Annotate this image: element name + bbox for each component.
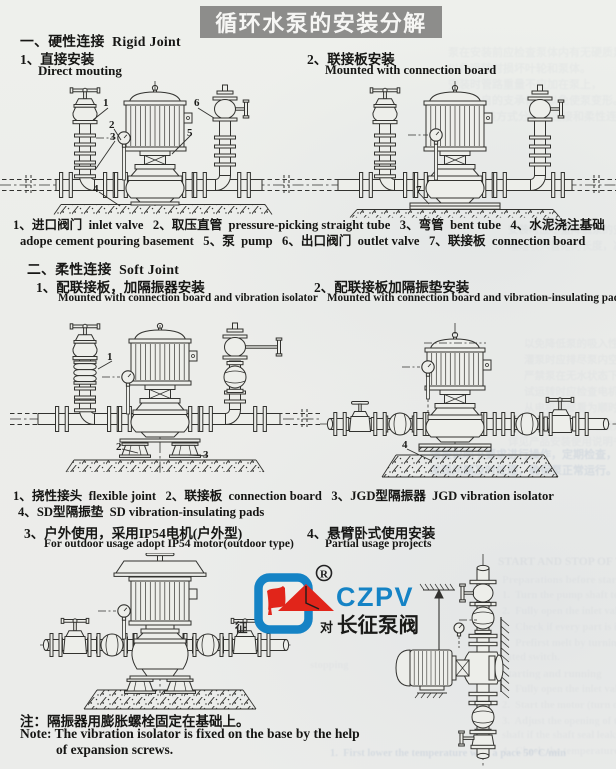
soft-item2-zh: 2、配联接板加隔振垫安装: [314, 280, 470, 295]
logo-prefix-char: 对: [320, 620, 334, 635]
section-rigid-heading: 一、硬性连接 Rigid Joint: [20, 34, 181, 49]
callout-number: 4: [93, 183, 99, 195]
logo-company-name: 长征泵阀: [337, 614, 419, 637]
rigid-item1-zh: 1、直接安装: [20, 52, 95, 67]
callout-number: 4: [402, 439, 408, 451]
callout-number: 1: [103, 97, 109, 109]
stray-character: 征: [235, 621, 248, 635]
callout-number: 1: [107, 351, 113, 363]
callout-number: 3: [203, 449, 209, 461]
note-en-line2: of expansion screws.: [56, 742, 174, 757]
callout-number: 2: [116, 441, 122, 453]
rigid-item2-zh: 2、联接板安装: [307, 52, 395, 67]
usage-item4-zh: 4、悬臂卧式使用安装: [307, 526, 436, 541]
logo-mark-flag-mountain: R: [254, 564, 334, 634]
note-en-line1: Note: The vibration isolator is fixed on…: [20, 726, 360, 741]
soft-item2-en: Mounted with connection board and vibrat…: [327, 292, 616, 304]
diagram-direct-mounting: [0, 80, 312, 221]
soft-item1-en: Mounted with connection board and vibrat…: [58, 292, 318, 304]
diagram-cantilever-vertical: [395, 540, 585, 769]
diagram-connection-board: [312, 80, 616, 223]
callout-number: 3: [110, 131, 116, 143]
soft-legend-line2: 4、SD型隔振垫 SD vibration-insulating pads: [18, 505, 265, 519]
page-title-banner: 循环水泵的安装分解: [200, 6, 442, 38]
diagram-board-pad: [320, 303, 616, 488]
callout-number: 5: [187, 127, 193, 139]
soft-item1-zh: 1、配联接板，加隔振器安装: [36, 280, 205, 295]
note-zh: 注：隔振器用膨胀螺栓固定在基础上。: [20, 714, 250, 729]
page-title: 循环水泵的安装分解: [215, 11, 427, 36]
section-soft-heading: 二、柔性连接 Soft Joint: [27, 262, 180, 277]
rigid-item1-en: Direct mouting: [38, 63, 122, 78]
company-logo: R CZPV 对 长征泵阀: [252, 558, 482, 646]
usage-item4-en: Partial usage projects: [325, 538, 432, 550]
callout-number: 2: [109, 119, 115, 131]
ghost-text: stopping: [310, 660, 349, 671]
usage-item3-en: For outdoor usage adopt IP54 motor(outdo…: [44, 538, 294, 550]
rigid-legend-line2: adope cement pouring basement 5、泵 pump 6…: [20, 234, 586, 248]
usage-item3-zh: 3、户外使用，采用IP54电机(户外型): [24, 526, 243, 541]
callout-number: 7: [416, 184, 422, 196]
rigid-legend-line1: 1、进口阀门 inlet valve 2、取压直管 pressure-picki…: [13, 218, 605, 232]
svg-text:R: R: [320, 568, 329, 580]
rigid-item2-en: Mounted with connection board: [325, 63, 497, 77]
callout-number: 6: [194, 97, 200, 109]
ghost-text: 泵在安装前应检查泵体内有无硬质异物，: [448, 47, 616, 59]
diagram-board-isolator: [10, 303, 320, 488]
soft-legend-line1: 1、挠性接头 flexible joint 2、联接板 connection b…: [13, 489, 554, 503]
logo-brand: CZPV: [336, 582, 415, 612]
